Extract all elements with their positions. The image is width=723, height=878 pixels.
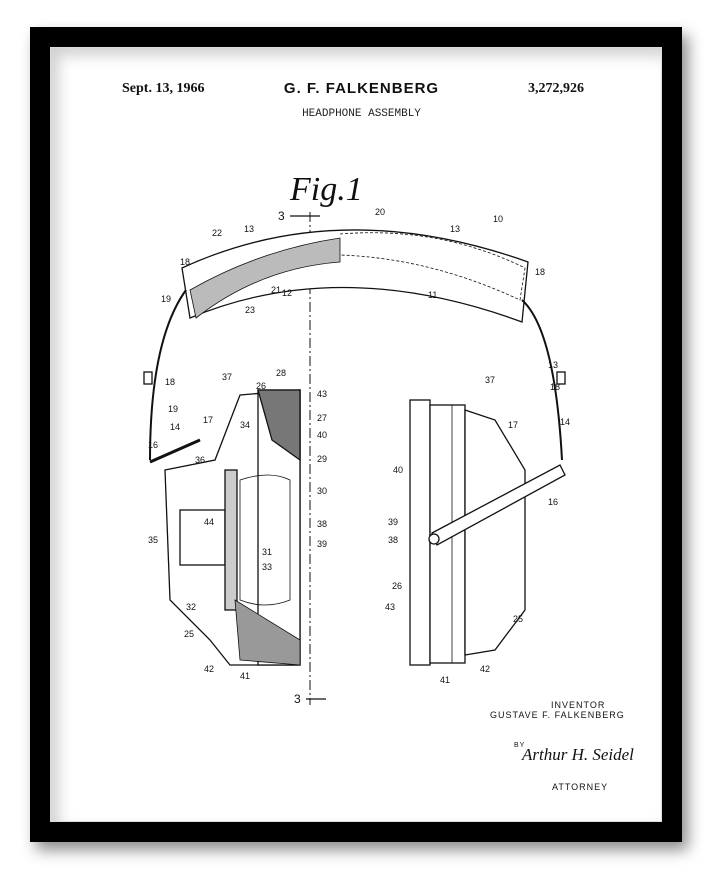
- reference-numeral: 37: [222, 372, 232, 382]
- reference-numeral: 29: [317, 454, 327, 464]
- patent-date: Sept. 13, 1966: [122, 81, 205, 96]
- patent-number: 3,272,926: [528, 81, 584, 96]
- reference-numeral: 35: [148, 535, 158, 545]
- reference-numeral: 34: [240, 420, 250, 430]
- inventor-name: GUSTAVE F. FALKENBERG: [490, 710, 625, 720]
- reference-numeral: 19: [161, 294, 171, 304]
- reference-numeral: 12: [282, 288, 292, 298]
- reference-numeral: 39: [317, 539, 327, 549]
- reference-numeral: 18: [535, 267, 545, 277]
- reference-numeral: 20: [375, 207, 385, 217]
- reference-numeral: 38: [388, 535, 398, 545]
- headband: [143, 229, 566, 461]
- reference-numeral: 13: [244, 224, 254, 234]
- reference-numeral: 28: [276, 368, 286, 378]
- reference-numeral: 17: [508, 420, 518, 430]
- section-marker-bottom: 3: [294, 692, 301, 706]
- reference-numeral: 16: [548, 497, 558, 507]
- reference-numeral: 39: [388, 517, 398, 527]
- inventor-label: INVENTOR: [551, 700, 606, 710]
- reference-numeral: 18: [550, 382, 560, 392]
- reference-numeral: 44: [204, 517, 214, 527]
- reference-numeral: 25: [184, 629, 194, 639]
- reference-numeral: 14: [560, 417, 570, 427]
- right-earcup: [409, 399, 566, 666]
- reference-numeral: 19: [168, 404, 178, 414]
- reference-numeral: 40: [393, 465, 403, 475]
- by-label: BY: [514, 742, 526, 749]
- reference-numeral: 26: [392, 581, 402, 591]
- reference-numeral: 41: [240, 671, 250, 681]
- reference-numeral: 43: [385, 602, 395, 612]
- reference-numeral: 27: [317, 413, 327, 423]
- reference-numeral: 10: [493, 214, 503, 224]
- reference-numeral: 37: [485, 375, 495, 385]
- reference-numeral: 14: [170, 422, 180, 432]
- reference-numeral: 21: [271, 285, 281, 295]
- reference-numeral: 18: [165, 377, 175, 387]
- reference-numeral: 36: [195, 455, 205, 465]
- reference-numeral: 11: [428, 290, 437, 300]
- reference-numeral: 33: [262, 562, 272, 572]
- patent-inventor-header: G. F. FALKENBERG: [283, 80, 440, 97]
- figure-label: Fig.1: [289, 171, 363, 208]
- reference-numeral: 17: [203, 415, 213, 425]
- left-earcup: [149, 389, 301, 666]
- reference-numeral: 23: [245, 305, 255, 315]
- reference-numeral: 40: [317, 430, 327, 440]
- reference-numeral: 30: [317, 486, 327, 496]
- reference-numeral: 38: [317, 519, 327, 529]
- reference-numeral: 26: [256, 381, 266, 391]
- reference-numeral: 13: [450, 224, 460, 234]
- reference-numeral: 25: [513, 614, 523, 624]
- section-marker-top: 3: [278, 209, 285, 223]
- reference-numeral: 32: [186, 602, 196, 612]
- attorney-label: ATTORNEY: [552, 782, 609, 792]
- reference-numeral: 18: [180, 257, 190, 267]
- reference-numeral: 13: [548, 360, 558, 370]
- reference-numeral: 31: [262, 547, 272, 557]
- reference-numeral: 42: [204, 664, 214, 674]
- reference-numeral: 16: [148, 440, 158, 450]
- reference-numerals: 10 11 12 13 13 13 14 14 16 16 17 17 18 1…: [148, 207, 570, 685]
- reference-numeral: 22: [212, 228, 222, 238]
- reference-numeral: 42: [480, 664, 490, 674]
- attorney-signature: Arthur H. Seidel: [522, 745, 634, 764]
- reference-numeral: 43: [317, 389, 327, 399]
- reference-numeral: 41: [440, 675, 450, 685]
- patent-title: HEADPHONE ASSEMBLY: [302, 108, 421, 120]
